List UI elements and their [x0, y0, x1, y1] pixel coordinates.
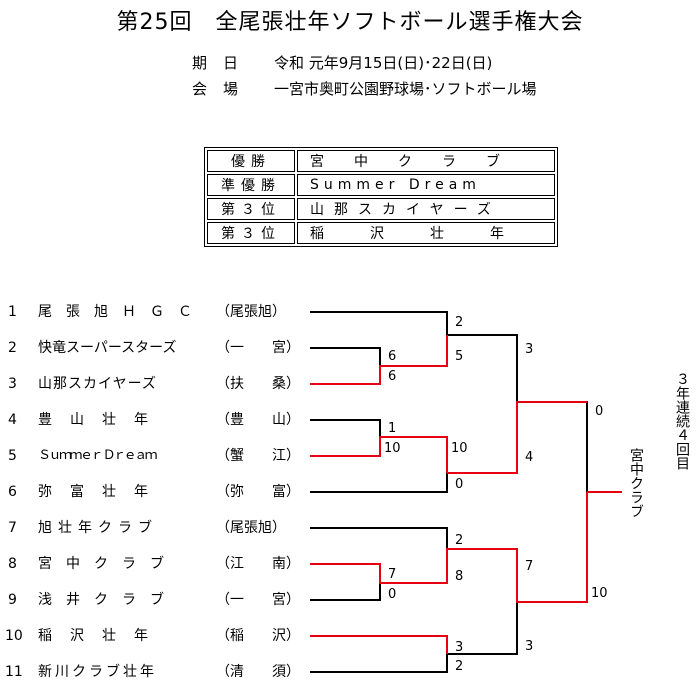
- entry-city: （一 宮）: [216, 592, 300, 608]
- venue-label: 会場: [192, 80, 255, 98]
- score-label: 2: [455, 533, 464, 548]
- score-label: 6: [388, 349, 397, 364]
- entry-team: 旭壮年クラブ: [38, 520, 158, 536]
- entry-city: （豊 山）: [216, 412, 300, 428]
- score-label: 1: [388, 421, 397, 436]
- entry-city: （蟹 江）: [216, 448, 300, 464]
- team-cell: 山那スカイヤーズ: [297, 198, 555, 220]
- entry-number: 9: [8, 592, 17, 608]
- score-label: 10: [384, 441, 401, 456]
- entry-number: 10: [5, 628, 23, 644]
- score-label: 2: [455, 659, 464, 674]
- bracket-line: [310, 311, 448, 335]
- bracket-line: [447, 334, 518, 402]
- entry-number: 8: [8, 556, 17, 572]
- team-cell: 宮中クラブ: [297, 150, 555, 172]
- team-cell: Summer Dream: [297, 174, 555, 196]
- entry-team: 山那スカイヤーズ: [38, 376, 157, 392]
- entry-city: （一 宮）: [216, 340, 300, 356]
- rank-cell: 優勝: [207, 150, 295, 172]
- entry-number: 6: [8, 484, 17, 500]
- team-cell: 稲沢壮年: [297, 222, 555, 244]
- rank-cell: 準優勝: [207, 174, 295, 196]
- entry-number: 4: [8, 412, 17, 428]
- entry-team: 尾張旭ＨＧＣ: [38, 304, 206, 320]
- entry-city: （清 須）: [216, 664, 300, 680]
- entry-team: 浅 井 ク ラ ブ: [38, 592, 164, 608]
- entry-city: （尾張旭）: [216, 520, 286, 536]
- score-label: 3: [525, 342, 534, 357]
- entry-number: 11: [5, 664, 23, 680]
- results-row: 第３位 山那スカイヤーズ: [207, 198, 555, 220]
- score-label: 7: [388, 567, 397, 582]
- bracket-win-line: [516, 492, 588, 603]
- entry-city: （扶 桑）: [216, 376, 300, 392]
- bracket-win-line: [310, 635, 448, 654]
- bracket-win-line: [310, 436, 448, 473]
- page-title: 第25回 全尾張壮年ソフトボール選手権大会: [116, 10, 584, 35]
- entry-number: 3: [8, 376, 17, 392]
- team-name: Summer Dream: [310, 177, 481, 193]
- entry-team: 快竜スーパースターズ: [38, 340, 177, 356]
- results-row: 優勝 宮中クラブ: [207, 150, 555, 172]
- bracket-line: [517, 401, 588, 492]
- entry-number: 2: [8, 340, 17, 356]
- entry-team: 弥 富 壮 年: [38, 484, 150, 500]
- entry-city: （弥 富）: [216, 484, 300, 500]
- score-label: 5: [455, 349, 464, 364]
- date-label: 期日: [192, 54, 255, 72]
- entry-team: 稲 沢 壮 年: [38, 628, 150, 644]
- results-row: 第３位 稲沢壮年: [207, 222, 555, 244]
- entry-team: 豊 山 壮 年: [38, 412, 150, 428]
- team-name: 山那スカイヤーズ: [310, 202, 501, 218]
- entry-number: 5: [8, 448, 17, 464]
- score-label: 0: [388, 587, 397, 602]
- results-table: 優勝 宮中クラブ 準優勝 Summer Dream 第３位 山那スカイヤーズ 第…: [204, 147, 558, 247]
- entry-city: （江 南）: [216, 556, 300, 572]
- bracket-win-line: [447, 401, 587, 474]
- score-label: 10: [591, 586, 608, 601]
- rank-cell: 第３位: [207, 198, 295, 220]
- entry-number: 1: [8, 304, 17, 320]
- score-label: 8: [455, 569, 464, 584]
- venue-value: 一宮市奥町公園野球場･ソフトボール場: [274, 80, 537, 98]
- score-label: 0: [595, 404, 604, 419]
- score-label: 10: [451, 441, 468, 456]
- rank-cell: 第３位: [207, 222, 295, 244]
- bracket-line: [447, 582, 518, 655]
- score-label: 2: [455, 315, 464, 330]
- score-label: 0: [455, 477, 464, 492]
- bracket-line: [310, 583, 381, 601]
- champion-note: ３年連続４回目: [674, 372, 690, 470]
- bracket-line: [310, 419, 381, 437]
- score-label: 3: [455, 640, 464, 655]
- entry-team: 宮 中 ク ラ ブ: [38, 556, 164, 572]
- score-label: 3: [525, 639, 534, 654]
- bracket-line: [310, 347, 381, 366]
- entry-team: Ｓｕｍｍｅｒ Ｄｒｅａｍ: [38, 448, 158, 463]
- bracket-line: [310, 654, 448, 673]
- date-value: 令和 元年9月15日(日)･22日(日): [274, 54, 493, 72]
- entry-city: （尾張旭）: [216, 304, 286, 320]
- entry-number: 7: [8, 520, 17, 536]
- champion-name: 宮中クラブ: [628, 448, 644, 518]
- entry-team: 新川クラブ壮年: [38, 664, 157, 680]
- team-name: 宮中クラブ: [310, 154, 530, 170]
- bracket-win-line: [310, 335, 448, 385]
- score-label: 6: [388, 369, 397, 384]
- bracket-line: [310, 527, 448, 549]
- team-name: 稲沢壮年: [310, 226, 550, 242]
- score-label: 4: [525, 450, 534, 465]
- bracket-line: [310, 473, 448, 493]
- entry-city: （稲 沢）: [216, 628, 300, 644]
- bracket-win-line: [310, 548, 518, 584]
- results-row: 準優勝 Summer Dream: [207, 174, 555, 196]
- score-label: 7: [525, 559, 534, 574]
